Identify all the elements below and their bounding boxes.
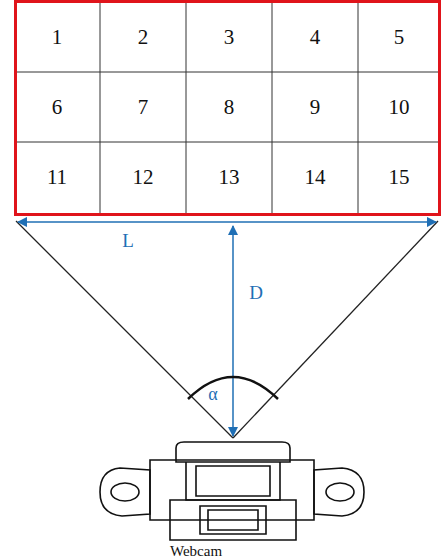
cell-number: 4 [310,27,321,48]
screen-border [16,2,440,215]
cell-number: 12 [133,167,154,188]
view-line [233,221,438,438]
cell-number: 14 [305,167,326,188]
device-label: Webcam [170,544,222,559]
distance-label: D [249,283,263,302]
distance-dimension [232,226,234,436]
grid-lines [14,2,440,214]
cell-number: 2 [138,27,149,48]
width-dimension [18,221,436,223]
cell-number: 7 [138,97,149,118]
cell-number: 3 [224,27,235,48]
cell-number: 8 [224,97,235,118]
cell-number: 9 [310,97,321,118]
webcam-symbol [100,442,364,540]
cell-number: 5 [394,27,405,48]
cell-number: 11 [47,167,67,188]
cell-number: 13 [219,167,240,188]
angle-label: α [208,385,217,403]
width-label: L [122,231,134,250]
cell-number: 1 [52,27,63,48]
angle-arc [188,377,278,399]
view-line [16,221,233,438]
cell-number: 6 [52,97,63,118]
cell-number: 15 [389,167,410,188]
cell-number: 10 [389,97,410,118]
